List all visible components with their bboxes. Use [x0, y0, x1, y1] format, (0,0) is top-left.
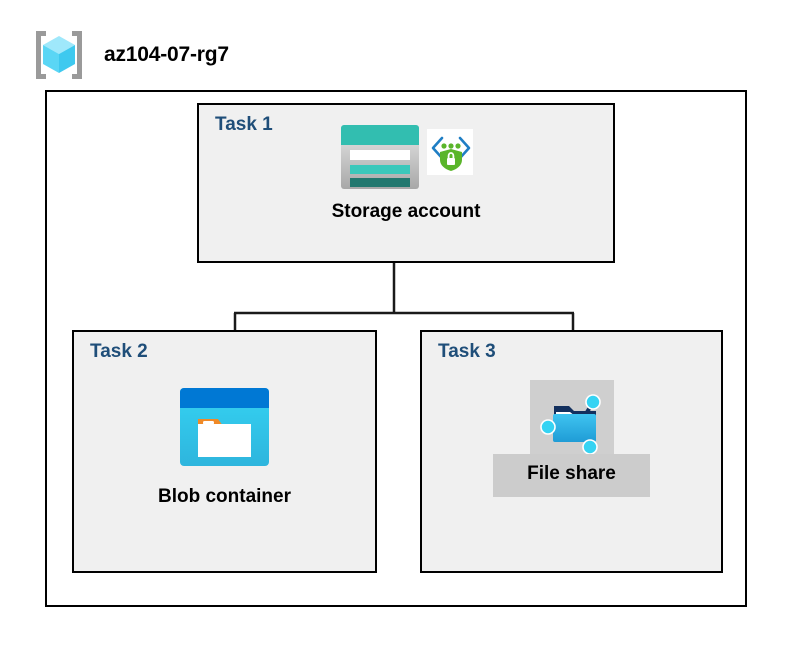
task-label-1: Task 1	[215, 114, 273, 135]
task-box-3[interactable]: Task 3	[420, 330, 723, 573]
file-share-caption-highlight: File share	[493, 454, 650, 497]
node-file-share[interactable]: File share	[422, 380, 721, 497]
storage-icon-row	[339, 123, 473, 191]
node-caption-storage-account: Storage account	[331, 201, 481, 222]
storage-account-icon	[339, 123, 421, 191]
task-box-2[interactable]: Task 2	[72, 330, 377, 573]
page-title: az104-07-rg7	[104, 43, 229, 66]
node-storage-account[interactable]: Storage account	[199, 123, 613, 224]
file-share-icon-highlight	[529, 380, 614, 464]
task-label-3: Task 3	[438, 341, 496, 362]
blob-container-icon	[178, 386, 271, 486]
file-share-icon	[534, 384, 610, 460]
node-caption-file-share: File share	[527, 463, 616, 484]
private-link-icon	[427, 123, 473, 175]
resource-group-header: az104-07-rg7	[30, 26, 229, 84]
node-caption-blob-container: Blob container	[157, 486, 291, 507]
task-box-1[interactable]: Task 1	[197, 103, 615, 263]
resource-group-icon	[30, 26, 88, 84]
task-label-2: Task 2	[90, 341, 148, 362]
node-blob-container[interactable]: Blob container	[74, 386, 375, 509]
